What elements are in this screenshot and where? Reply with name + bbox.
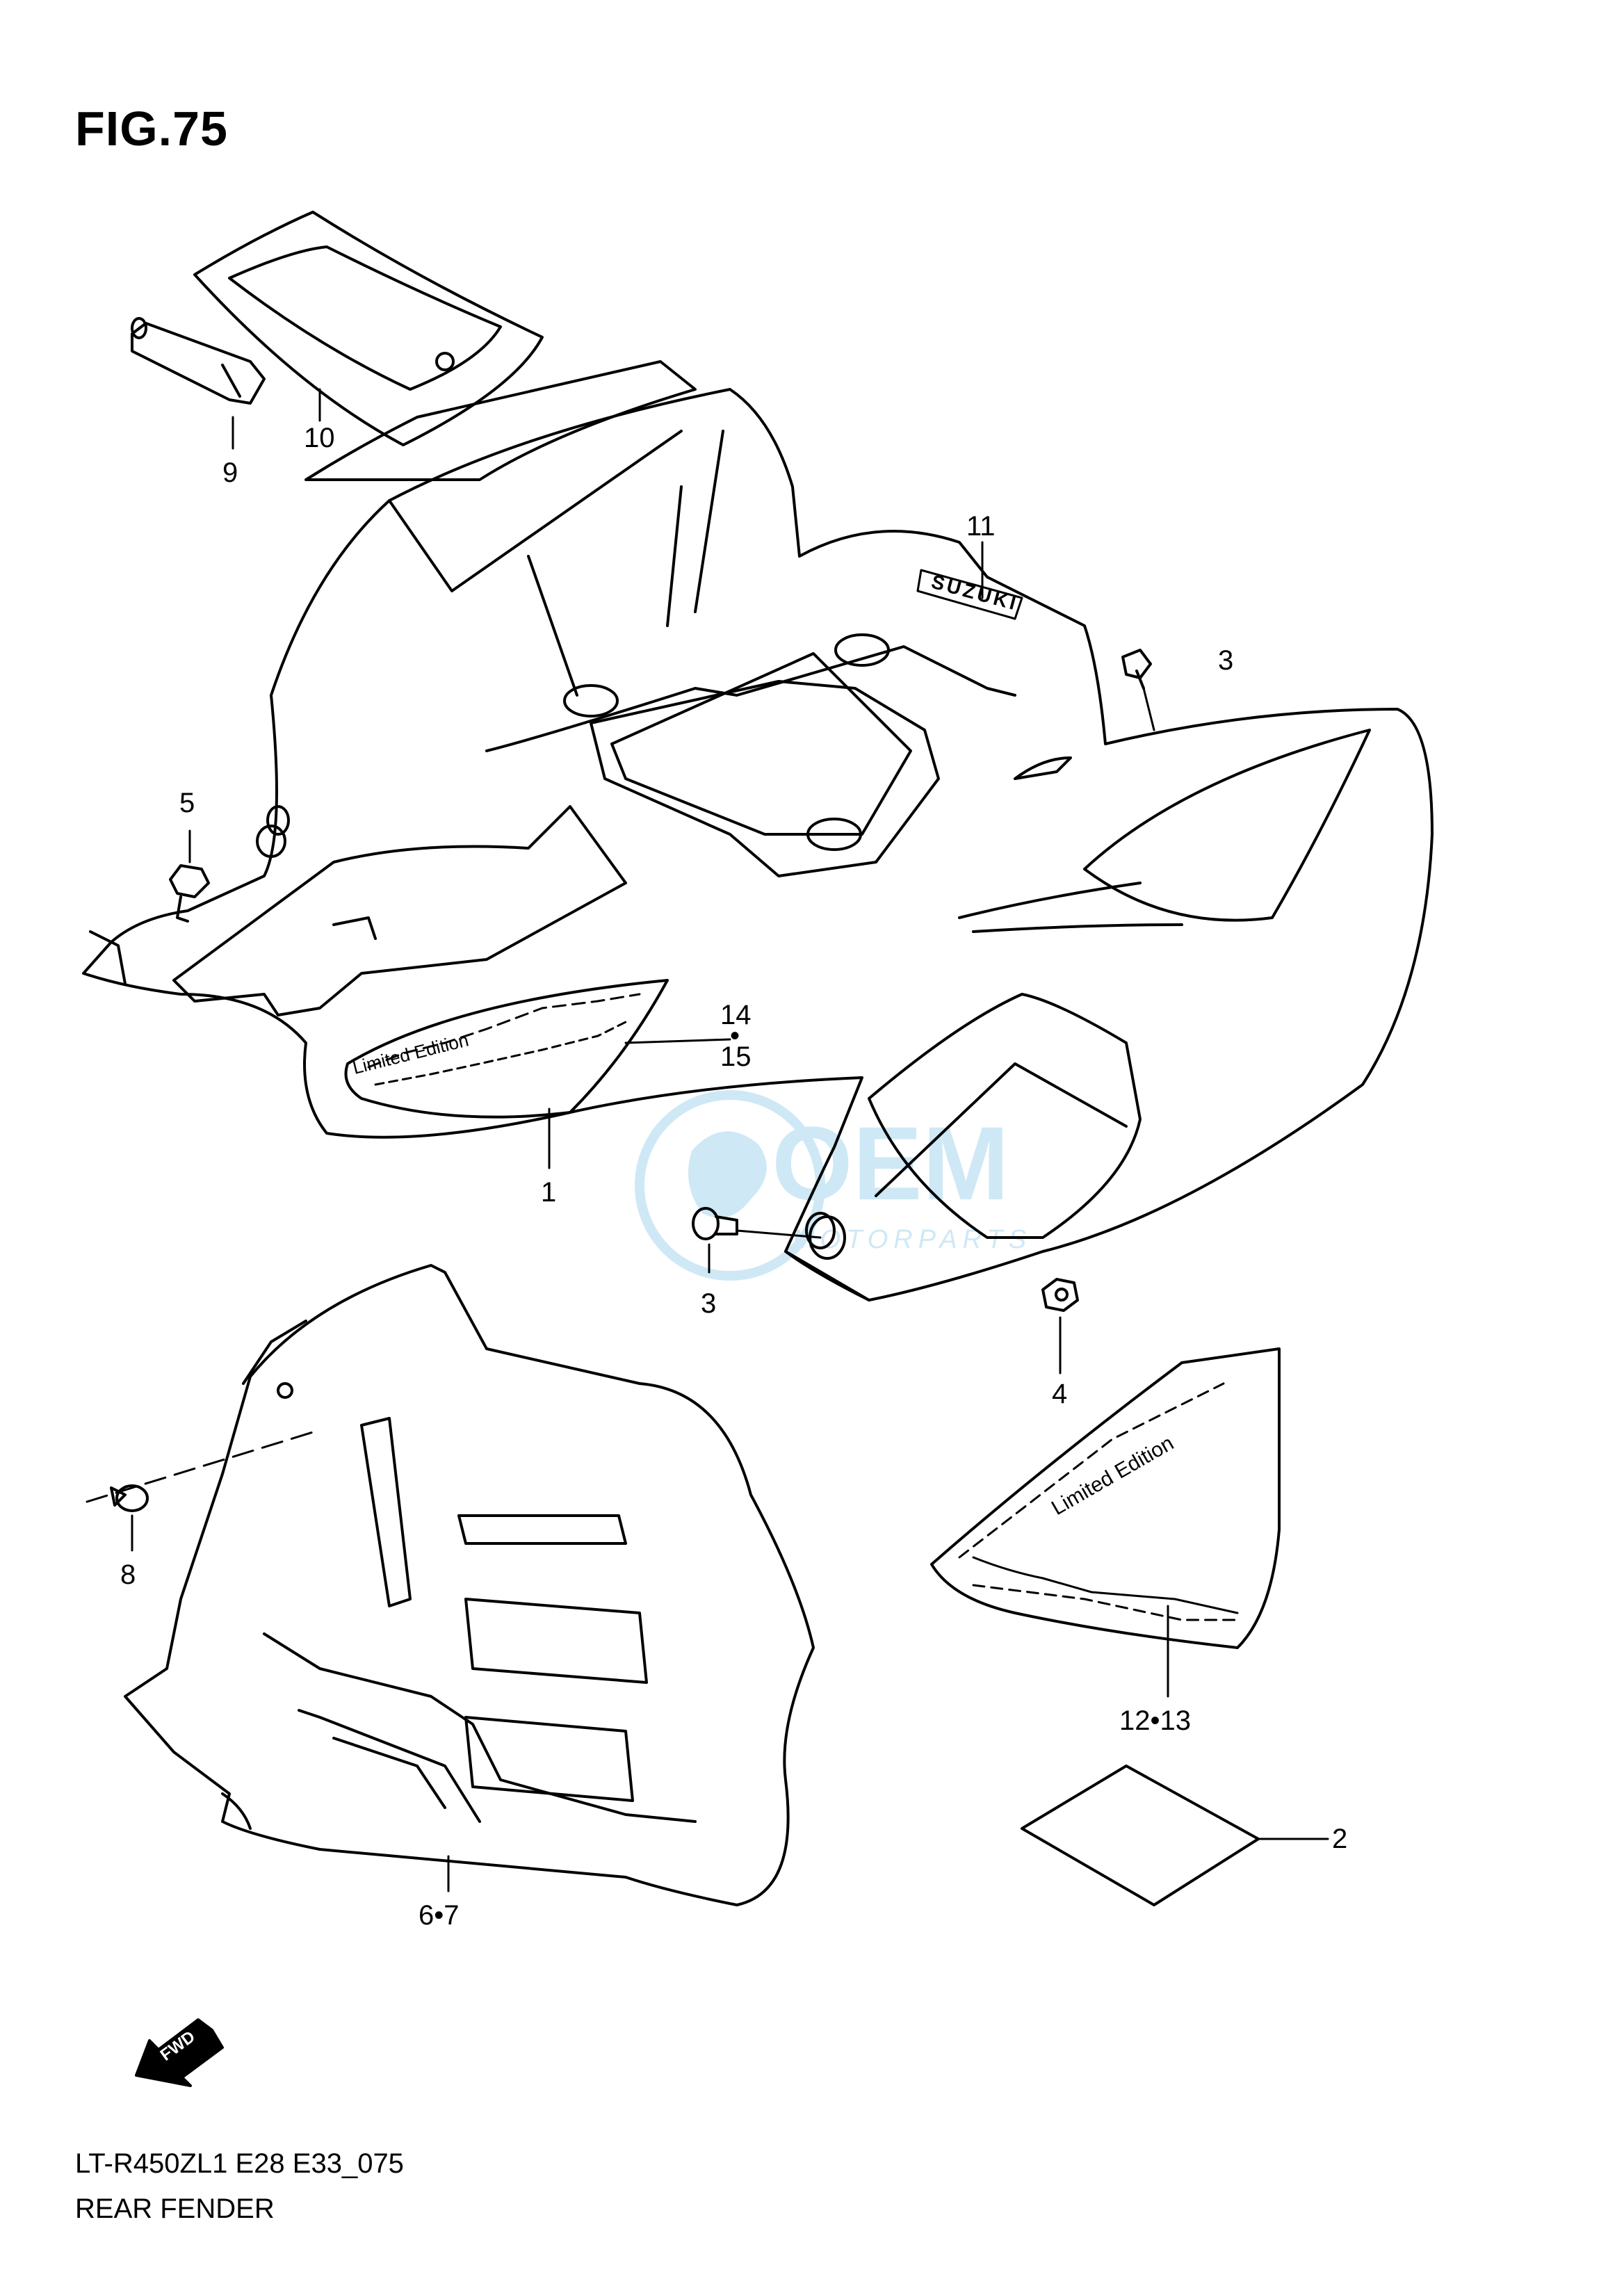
part-2-plate — [1021, 1765, 1260, 1906]
callout-3-upper: 3 — [1218, 645, 1234, 676]
part-5-clip — [169, 864, 210, 923]
part-11-brand-decal: SUZUKI — [916, 569, 1023, 620]
decal-14-15: Limited Edition — [344, 979, 669, 1119]
callout-6-7: 6•7 — [419, 1900, 460, 1931]
callout-2: 2 — [1332, 1824, 1348, 1854]
decal-14-15-text: Limited Edition — [350, 1029, 471, 1078]
decal-12-13-text: Limited Edition — [1048, 1432, 1178, 1520]
figure-title: FIG.75 — [75, 102, 228, 156]
part-9-pin — [131, 317, 266, 405]
part-3-bolt-upper — [1121, 649, 1152, 690]
watermark-logo: OEM MOTORPARTS — [635, 1090, 1026, 1281]
leader-lines — [86, 388, 1329, 1892]
callout-15: 15 — [720, 1041, 752, 1072]
callout-12-13: 12•13 — [1119, 1705, 1191, 1736]
callout-14-15-dot: • — [730, 1021, 740, 1051]
watermark-main: OEM — [772, 1105, 1009, 1222]
model-code: LT-R450ZL1 E28 E33_075 — [75, 2148, 404, 2179]
callout-11: 11 — [966, 511, 996, 542]
callout-1: 1 — [541, 1177, 557, 1208]
part-4-nut — [1041, 1278, 1079, 1312]
section-name: REAR FENDER — [75, 2193, 275, 2224]
callout-5: 5 — [179, 788, 195, 818]
fwd-arrow-icon: FWD — [135, 2018, 224, 2087]
part-12-13-decal: Limited Edition — [930, 1347, 1281, 1649]
callout-10: 10 — [304, 423, 335, 453]
callout-9: 9 — [222, 457, 238, 488]
callout-3-lower: 3 — [701, 1288, 717, 1319]
callout-14: 14 — [720, 1000, 752, 1030]
callout-4: 4 — [1052, 1379, 1068, 1409]
part-10-pad — [193, 211, 544, 446]
part-6-7-guard — [124, 1264, 815, 1906]
part-1-rear-fender — [82, 360, 1434, 1301]
callout-8: 8 — [120, 1559, 136, 1590]
